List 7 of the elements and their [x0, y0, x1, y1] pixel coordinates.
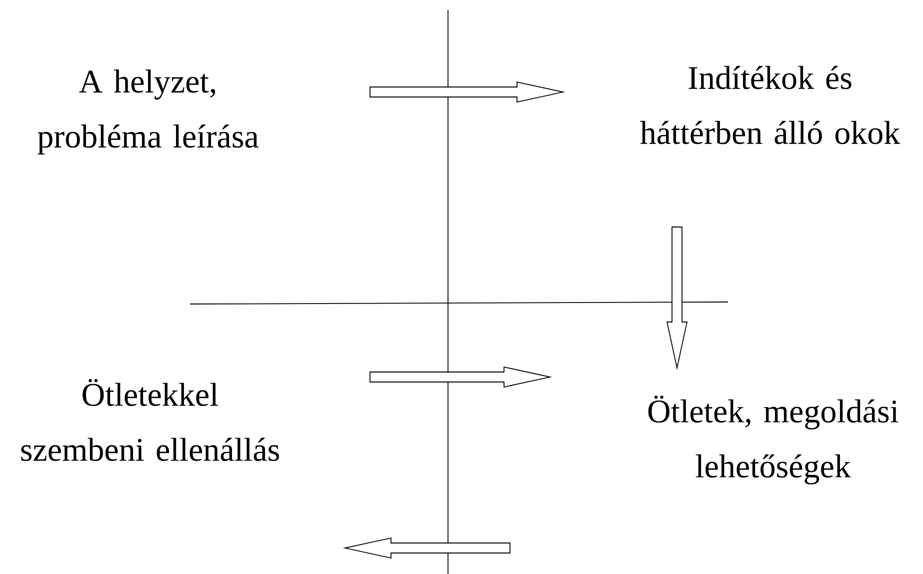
block-arrow — [370, 366, 552, 388]
quadrant-text: A helyzet, probléma leírása — [38, 70, 258, 154]
block-arrow — [666, 226, 688, 370]
block-arrow — [370, 81, 566, 103]
quadrant-text: Ötletekkel szembeni ellenállás — [21, 378, 279, 462]
quadrant-text: Indítékok és háttérben álló okok — [640, 66, 900, 144]
quadrant-text: Ötletek, megoldási lehetőségek — [648, 396, 898, 484]
